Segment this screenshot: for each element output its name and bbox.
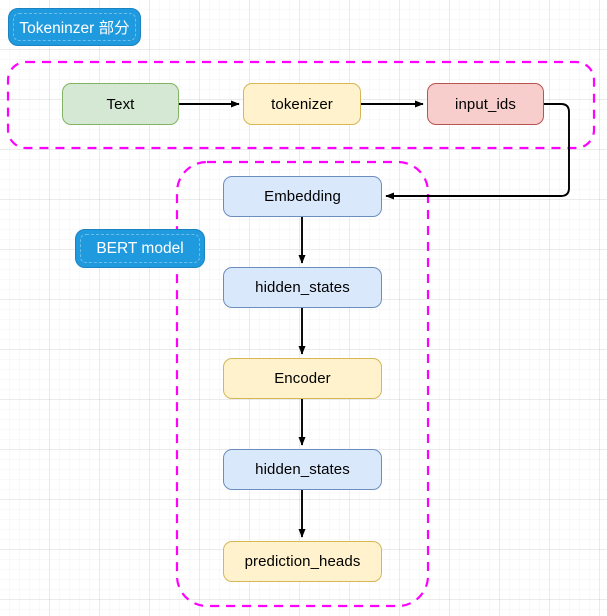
node-input-ids-label: input_ids: [455, 95, 516, 113]
node-text[interactable]: Text: [62, 83, 179, 125]
node-text-label: Text: [106, 95, 135, 113]
node-embedding[interactable]: Embedding: [223, 176, 382, 217]
node-embedding-label: Embedding: [264, 188, 341, 205]
tokenizer-group-dashed-border: [6, 60, 596, 150]
node-hidden-states-1[interactable]: hidden_states: [223, 267, 382, 308]
group-label-tokenizer-text: Tokeninzer 部分: [19, 20, 130, 37]
node-hidden-states-1-label: hidden_states: [255, 279, 350, 296]
group-label-tokenizer[interactable]: Tokeninzer 部分: [8, 8, 141, 46]
group-label-bert-model[interactable]: BERT model: [75, 229, 205, 268]
node-prediction-heads[interactable]: prediction_heads: [223, 541, 382, 582]
node-encoder[interactable]: Encoder: [223, 358, 382, 399]
group-label-bert-model-text: BERT model: [96, 239, 184, 257]
node-input-ids[interactable]: input_ids: [427, 83, 544, 125]
node-hidden-states-2-label: hidden_states: [255, 461, 350, 478]
node-encoder-label: Encoder: [274, 370, 331, 387]
node-prediction-heads-label: prediction_heads: [244, 553, 361, 570]
node-tokenizer-label: tokenizer: [271, 95, 333, 113]
node-tokenizer[interactable]: tokenizer: [243, 83, 361, 125]
node-hidden-states-2[interactable]: hidden_states: [223, 449, 382, 490]
edge-inputids-embedding: [385, 103, 570, 200]
